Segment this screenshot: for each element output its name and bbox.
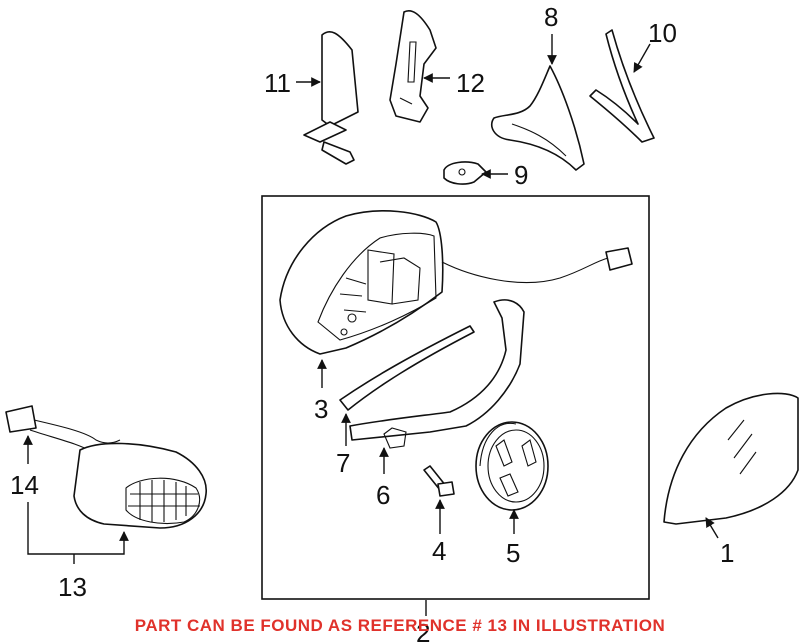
part-5-motor: [475, 421, 549, 511]
part-8-skull-cap: [490, 65, 585, 171]
part-11-cover-plate: [303, 31, 359, 165]
leader-13: [27, 502, 129, 564]
part-1-mirror-glass: [663, 392, 799, 525]
part-14-signal-lamp: [5, 405, 207, 529]
part-3-mirror-housing: [279, 210, 633, 355]
leader-1: [705, 517, 719, 539]
part-12-bracket: [389, 10, 437, 123]
part-9-clip: [443, 161, 487, 185]
callout-11: 11: [264, 68, 291, 98]
callout-7: 7: [336, 448, 350, 478]
callout-14: 14: [10, 470, 39, 500]
reference-notice: PART CAN BE FOUND AS REFERENCE # 13 IN I…: [134, 616, 666, 635]
part-7-seal-strip: [339, 325, 475, 411]
callout-10: 10: [648, 18, 677, 48]
callout-3: 3: [314, 394, 328, 424]
leader-10: [633, 43, 651, 73]
part-10-trim-strip: [589, 29, 655, 143]
callout-4: 4: [432, 536, 446, 566]
callout-6: 6: [376, 480, 390, 510]
callout-8: 8: [544, 2, 558, 32]
callout-2: 2: [416, 618, 430, 644]
callout-12: 12: [456, 68, 485, 98]
assembly-box: [261, 195, 650, 600]
part-4-screw: [423, 465, 455, 497]
callout-5: 5: [506, 538, 520, 568]
callout-13: 13: [58, 572, 87, 602]
callout-1: 1: [720, 538, 734, 568]
callout-9: 9: [514, 160, 528, 190]
part-6-lower-trim: [349, 299, 525, 449]
